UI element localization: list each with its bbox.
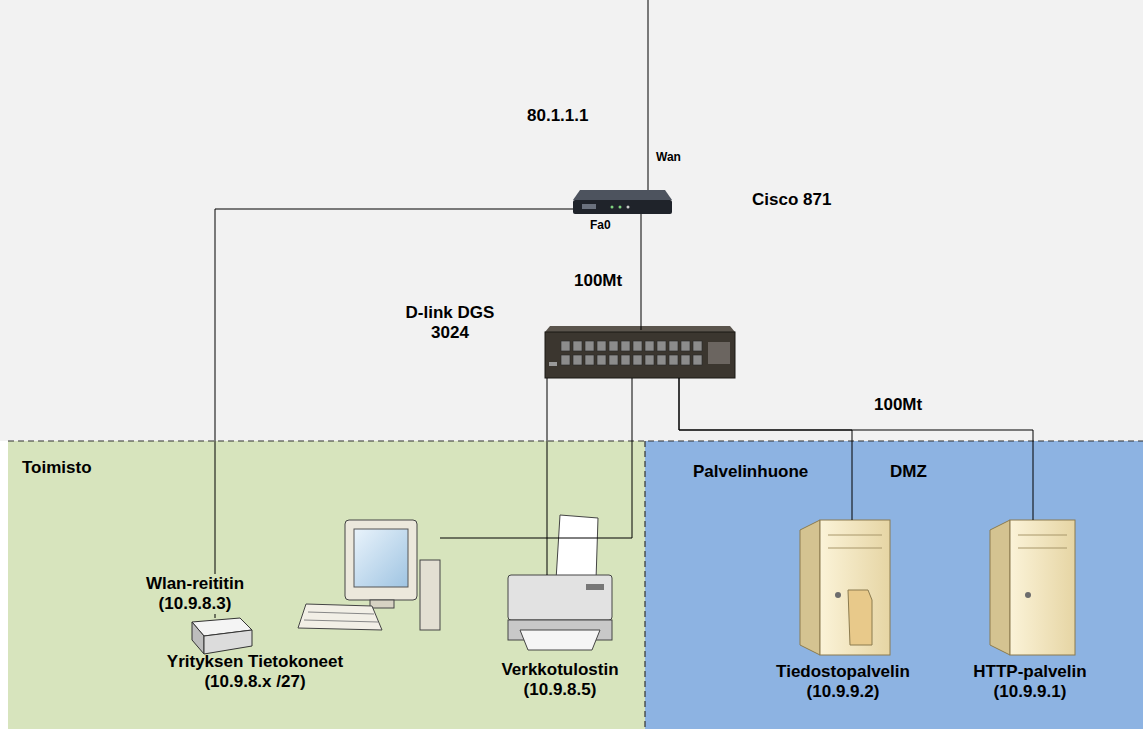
file-server: Tiedostopalvelin (10.9.9.2) [795,520,890,655]
wlan-router-icon [0,618,252,654]
http-server: HTTP-palvelin (10.9.9.1) [985,520,1075,655]
network-cable [641,214,642,330]
printer-icon [508,515,612,650]
node-label: Verkkotulostin (10.9.8.5) [490,660,630,700]
computer: Yrityksen Tietokoneet (10.9.8.x /27) [298,520,440,632]
network-cable [679,378,852,520]
node-label: HTTP-palvelin (10.9.9.1) [955,662,1105,702]
ip-address: 80.1.1.1 [527,106,588,126]
computer-icon [298,520,440,630]
node-label: Wlan-reititin (10.9.8.3) [130,574,260,614]
switch-icon [545,326,735,378]
node-label: Tiedostopalvelin (10.9.9.2) [763,662,923,702]
link-speed: 100Mt [572,271,624,291]
node-label: Yrityksen Tietokoneet (10.9.8.x /27) [165,652,345,692]
link-speed: 100Mt [872,395,924,415]
zone-band: ToimistoWlan-reititin (10.9.8.3)Yritykse… [8,441,645,729]
port-name: Fa0 [590,218,611,232]
node-label: DMZ [890,462,927,482]
network-cable [215,209,573,618]
network-cable [440,378,632,538]
network-cable [679,378,1033,520]
node-label: Cisco 871 [752,190,831,210]
router-icon [573,190,672,214]
node-label: Palvelinhuone [693,462,808,482]
zone-band: Palvelinhuone DMZ Tiedostopalvelin (10.9.9… [645,441,1143,729]
router: Cisco 871 [573,190,672,214]
file-server-icon [800,520,890,655]
node-label: D-link DGS 3024 [392,303,508,343]
printer: Verkkotulostin (10.9.8.5) [508,575,612,640]
switch: D-link DGS 3024 [545,330,735,378]
network-cable [547,378,548,575]
wlan-router: Wlan-reititin (10.9.8.3) [185,618,252,655]
port-name: Wan [656,150,681,164]
node-label: Toimisto [22,458,92,478]
http-server-icon [990,520,1075,655]
